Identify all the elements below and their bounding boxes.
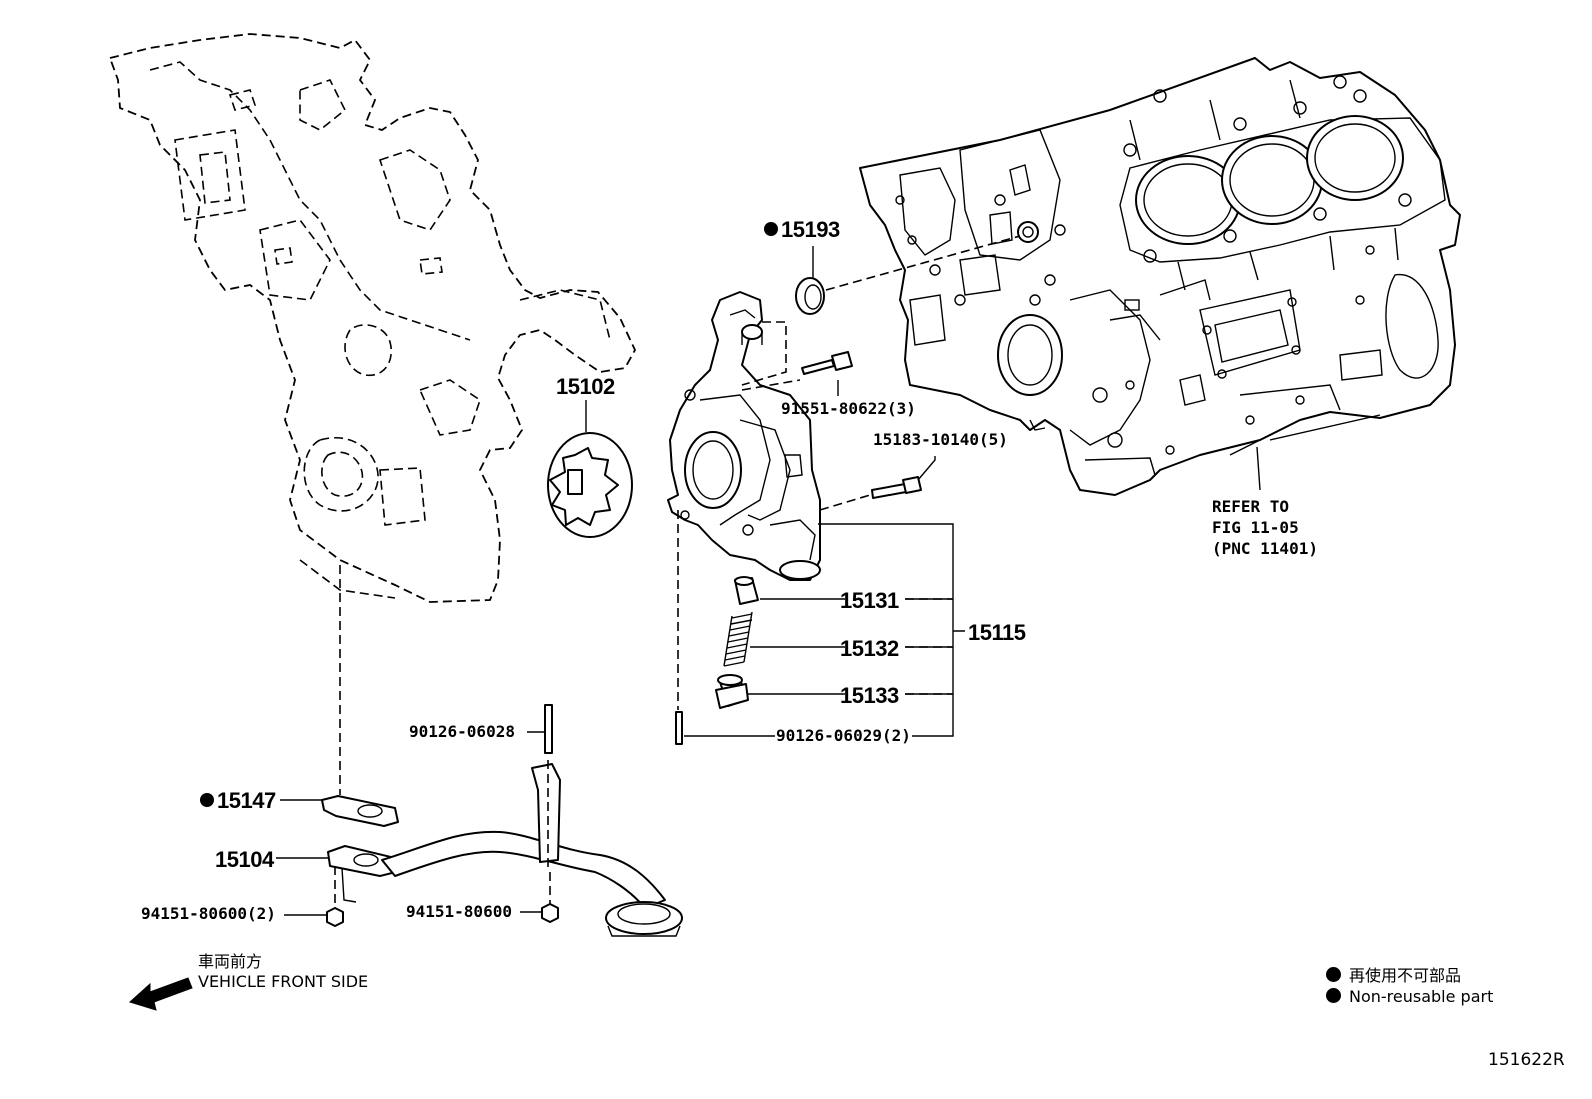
vehicle-front-jp: 車両前方 xyxy=(198,952,263,971)
spring-15132 xyxy=(723,611,753,667)
timing-cover-phantom xyxy=(108,33,637,603)
refer-line-2: FIG 11-05 xyxy=(1212,518,1299,537)
rotor-15102 xyxy=(547,432,633,538)
legend-text-en: Non-reusable part xyxy=(1349,987,1494,1006)
label-15102: 15102 xyxy=(556,374,615,399)
stud-90126-06029 xyxy=(675,711,683,745)
non-reusable-icon xyxy=(1326,967,1341,982)
legend-jp: 再使用不可部品 xyxy=(1326,962,1461,986)
label-15104: 15104 xyxy=(215,847,274,872)
label-91551-80622: 91551-80622(3) xyxy=(781,399,916,418)
gasket-15147 xyxy=(321,795,399,827)
label-15133: 15133 xyxy=(840,683,899,708)
label-15147: 15147 xyxy=(200,790,276,812)
plunger-15131 xyxy=(734,576,759,605)
strainer-15104 xyxy=(327,763,683,937)
non-reusable-icon xyxy=(764,222,778,237)
refer-line-1: REFER TO xyxy=(1212,497,1290,516)
seal-15193 xyxy=(795,277,825,315)
label-94151-80600-2: 94151-80600(2) xyxy=(141,904,276,923)
label-15193: 15193 xyxy=(764,219,840,241)
vehicle-front-arrow-icon xyxy=(129,977,193,1011)
legend-text-jp: 再使用不可部品 xyxy=(1349,966,1462,985)
label-90126-06028: 90126-06028 xyxy=(409,722,515,741)
label-15132: 15132 xyxy=(840,636,899,661)
vehicle-front-en: VEHICLE FRONT SIDE xyxy=(198,972,369,991)
plug-15133 xyxy=(715,674,749,709)
part-number: 15147 xyxy=(217,788,276,813)
label-90126-06029: 90126-06029(2) xyxy=(776,726,911,745)
nut-94151-a xyxy=(326,907,344,927)
label-15183-10140: 15183-10140(5) xyxy=(873,430,1008,449)
nut-94151-b xyxy=(541,903,559,923)
part-number: 15193 xyxy=(781,217,840,242)
oil-pump-body xyxy=(667,291,821,581)
figure-id: 151622R xyxy=(1488,1050,1565,1070)
legend-en: Non-reusable part xyxy=(1326,987,1493,1006)
refer-note: REFER TO FIG 11-05 (PNC 11401) xyxy=(1212,496,1318,559)
cylinder-block xyxy=(859,57,1461,496)
label-94151-80600: 94151-80600 xyxy=(406,902,512,921)
non-reusable-icon xyxy=(200,793,214,808)
refer-line-3: (PNC 11401) xyxy=(1212,539,1318,558)
stud-90126-06028 xyxy=(544,704,553,754)
label-15131: 15131 xyxy=(840,588,899,613)
non-reusable-icon xyxy=(1326,988,1341,1003)
bolt-15183 xyxy=(871,476,922,499)
bolt-91551 xyxy=(801,351,853,396)
label-15115: 15115 xyxy=(968,620,1026,645)
